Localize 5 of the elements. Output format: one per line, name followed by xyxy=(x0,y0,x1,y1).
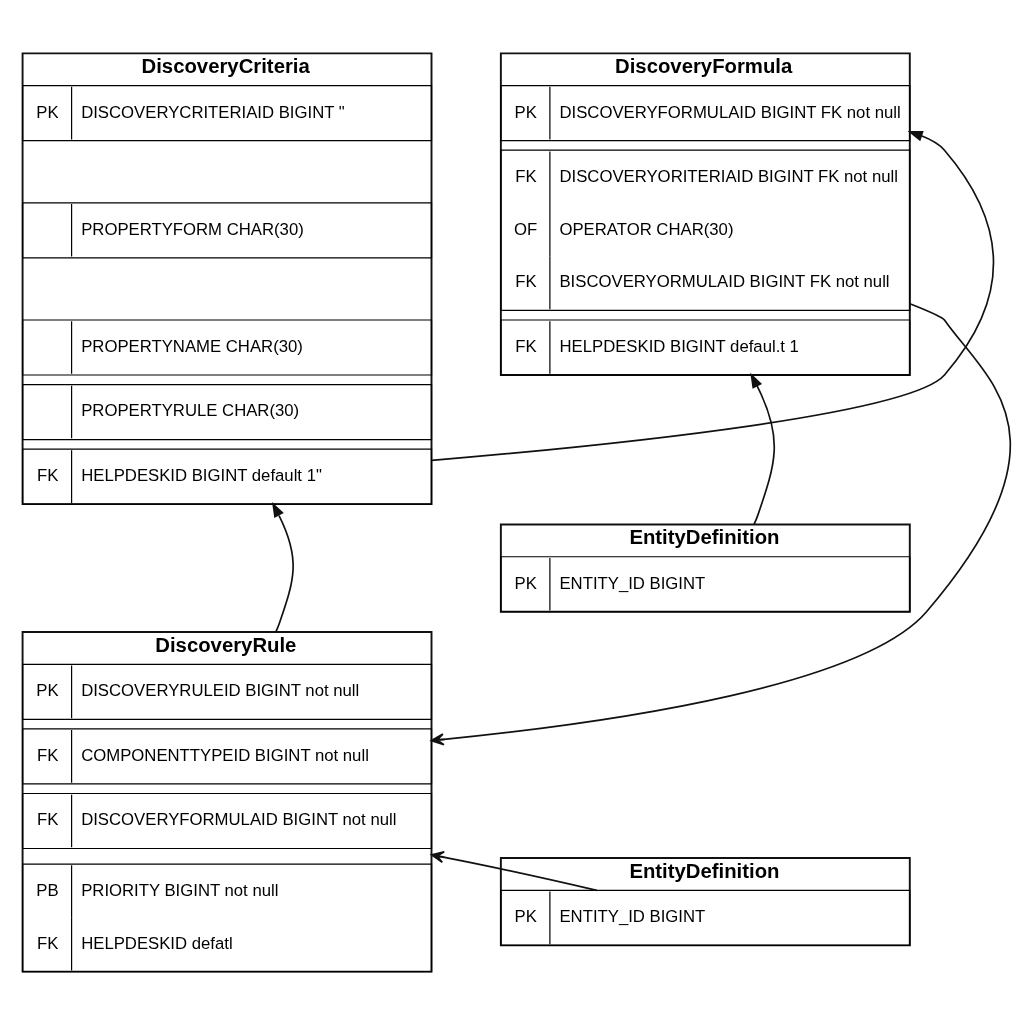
arrow xyxy=(430,302,1012,746)
arrow xyxy=(272,501,294,633)
arrow xyxy=(750,372,775,525)
arrow xyxy=(430,130,995,461)
arrow xyxy=(430,850,598,891)
